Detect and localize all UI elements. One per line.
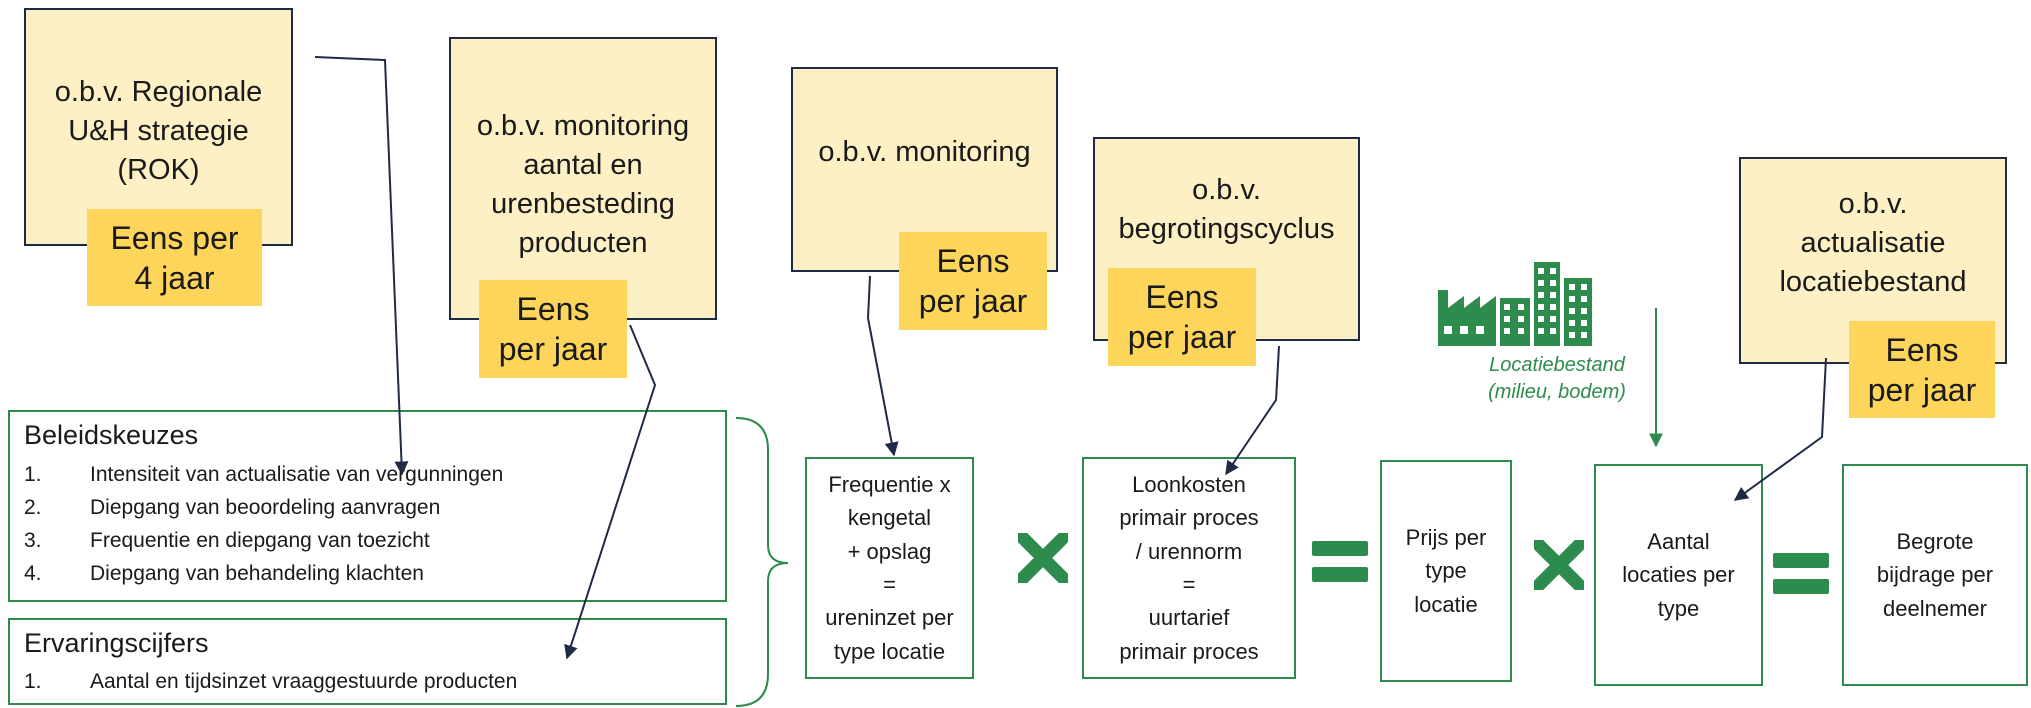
source-box-monitoring-products: o.b.v. monitoring aantal en urenbestedin… — [449, 37, 717, 320]
frequency-text: Eens per — [110, 219, 239, 256]
formula-text: type — [1657, 595, 1700, 621]
list-item: 1. Intensiteit van actualisatie van vergu… — [24, 458, 503, 491]
formula-box-loonkosten: Loonkosten primair proces / urennorm = u… — [1082, 457, 1296, 679]
list-number: 1. — [24, 669, 42, 693]
source-text: (ROK) — [117, 154, 200, 187]
formula-text: Frequentie x — [828, 471, 951, 497]
beleidskeuzes-list: 1. Intensiteit van actualisatie van vergu… — [24, 458, 503, 590]
frequency-badge-monitoring: Eens per jaar — [899, 232, 1047, 330]
list-item: 4. Diepgang van behandeling klachten — [24, 557, 503, 590]
ervaringscijfers-box: Ervaringscijfers 1. Aantal en tijdsinzet … — [8, 618, 727, 705]
list-number: 1. — [24, 462, 42, 486]
frequency-text: per jaar — [1867, 371, 1977, 408]
formula-text: + opslag — [847, 538, 932, 564]
frequency-badge-location-file: Eens per jaar — [1849, 321, 1995, 418]
equals-icon — [1773, 553, 1829, 594]
frequency-text: Eens — [1885, 331, 1959, 368]
list-text: Frequentie en diepgang van toezicht — [90, 528, 430, 552]
source-text: o.b.v. Regionale — [54, 76, 263, 108]
source-text: locatiebestand — [1779, 266, 1967, 299]
frequency-text: Eens — [516, 291, 590, 327]
formula-text: = — [883, 572, 896, 597]
source-text: o.b.v. monitoring — [476, 110, 690, 142]
multiply-icon — [1018, 533, 1068, 583]
frequency-badge-monitoring-products: Eens per jaar — [479, 280, 627, 378]
source-text: o.b.v. — [1192, 174, 1261, 206]
formula-box-frequentie: Frequentie x kengetal + opslag = ureninz… — [805, 457, 974, 679]
formula-text: Loonkosten — [1132, 471, 1246, 497]
frequency-text: 4 jaar — [134, 259, 215, 296]
formula-text: locaties per — [1622, 562, 1735, 588]
frequency-text: per jaar — [1127, 319, 1237, 355]
list-text: Intensiteit van actualisatie van vergunn… — [90, 462, 504, 486]
equals-icon — [1312, 541, 1368, 582]
formula-text: primair proces — [1119, 505, 1259, 531]
formula-text: type — [1425, 558, 1467, 584]
beleidskeuzes-title: Beleidskeuzes — [24, 420, 199, 450]
formula-text: ureninzet per — [825, 605, 954, 631]
formula-box-begrote: Begrote bijdrage per deelnemer — [1842, 464, 2028, 686]
formula-box-aantal: Aantal locaties per type — [1594, 464, 1763, 686]
beleidskeuzes-box: Beleidskeuzes 1. Intensiteit van actualis… — [8, 410, 727, 602]
frequency-text: per jaar — [918, 283, 1028, 319]
formula-text: type locatie — [833, 638, 946, 664]
source-text: o.b.v. monitoring — [818, 136, 1031, 168]
formula-text: Prijs per — [1405, 524, 1487, 550]
frequency-badge-rok: Eens per 4 jaar — [87, 209, 262, 306]
ervaringscijfers-title: Ervaringscijfers — [24, 628, 209, 658]
formula-text: locatie — [1414, 591, 1478, 617]
ervaringscijfers-list: 1. Aantal en tijdsinzet vraaggestuurde pr… — [24, 665, 517, 698]
formula-text: / urennorm — [1135, 538, 1243, 564]
source-text: o.b.v. — [1838, 188, 1908, 220]
list-text: Diepgang van behandeling klachten — [90, 561, 424, 585]
source-text: aantal en — [523, 149, 643, 182]
list-text: Aantal en tijdsinzet vraaggestuurde prod… — [90, 669, 518, 693]
formula-text: Begrote — [1896, 528, 1974, 554]
source-text: begrotingscyclus — [1118, 213, 1335, 246]
locatiebestand-title: Locatiebestand — [1489, 354, 1625, 376]
source-box-rok: o.b.v. Regionale U&H strategie (ROK) — [24, 8, 293, 246]
source-text: actualisatie — [1800, 227, 1946, 260]
list-item: 1. Aantal en tijdsinzet vraaggestuurde pr… — [24, 665, 517, 698]
formula-text: deelnemer — [1883, 595, 1987, 621]
locatiebestand-subtitle: (milieu, bodem) — [1488, 381, 1626, 403]
formula-text: primair proces — [1119, 638, 1259, 664]
frequency-text: per jaar — [498, 331, 608, 367]
list-number: 2. — [24, 495, 42, 519]
arrow-monitoring-to-frequentie — [866, 275, 899, 457]
formula-text: Aantal — [1647, 528, 1710, 554]
frequency-text: Eens — [1145, 279, 1219, 315]
formula-text: uurtarief — [1148, 605, 1230, 631]
formula-text: bijdrage per — [1876, 562, 1994, 588]
frequency-badge-budget: Eens per jaar — [1108, 268, 1256, 366]
source-text: producten — [518, 227, 648, 260]
list-text: Diepgang van beoordeling aanvragen — [90, 495, 441, 519]
frequency-text: Eens — [936, 243, 1010, 279]
list-item: 2. Diepgang van beoordeling aanvragen — [24, 491, 503, 524]
list-number: 3. — [24, 528, 42, 552]
list-number: 4. — [24, 561, 42, 585]
locatiebestand-label: Locatiebestand (milieu, bodem) — [1462, 352, 1652, 406]
factory-buildings-icon — [1438, 262, 1592, 346]
list-item: 3. Frequentie en diepgang van toezicht — [24, 524, 503, 557]
formula-text: kengetal — [847, 505, 932, 531]
source-text: urenbesteding — [491, 188, 675, 221]
formula-text: = — [1182, 572, 1196, 597]
source-text: U&H strategie — [68, 115, 249, 148]
multiply-icon — [1534, 540, 1584, 590]
formula-box-prijs: Prijs per type locatie — [1380, 460, 1512, 682]
